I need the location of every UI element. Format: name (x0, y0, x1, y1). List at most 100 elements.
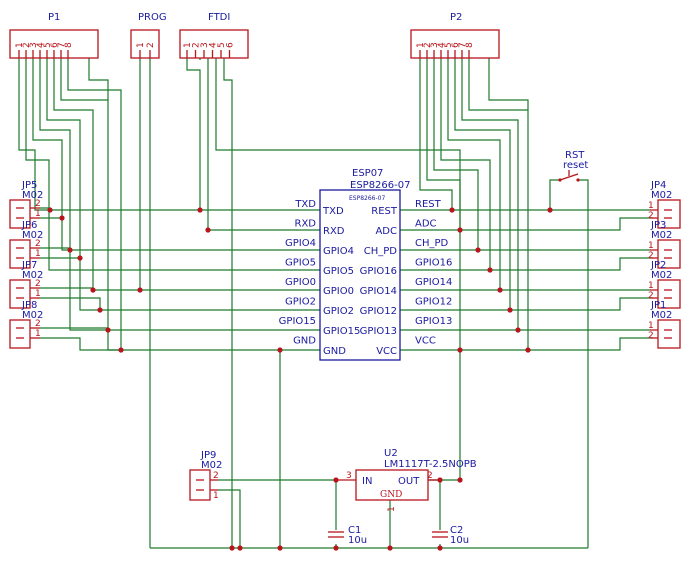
p2-pin-8: 8 (465, 42, 475, 48)
p1-pin-1: 1 (15, 42, 25, 48)
p2-pin-4: 4 (437, 42, 447, 48)
chip-right-pin-2: CH_PD (364, 246, 398, 257)
jumper-value: M02 (22, 230, 43, 241)
chip-left-pin-4: GPIO0 (323, 286, 354, 297)
jumper-pin-b: 1 (35, 289, 41, 299)
net-left-1: RXD (295, 219, 317, 230)
p1-pin-2: 2 (22, 42, 32, 48)
net-right-5: GPIO12 (415, 297, 452, 308)
net-left-4: GPIO0 (285, 277, 316, 288)
jumper-name: JP5 (21, 180, 37, 191)
ftdi-pin-4: 4 (209, 42, 219, 48)
jp9-pin-a: 2 (213, 471, 219, 481)
c1-value: 10u (348, 535, 367, 546)
switch-ref: RST (565, 150, 585, 161)
capacitor-c2: C2 10u (432, 525, 469, 546)
c2-value: 10u (450, 535, 469, 546)
jumper-pin-b: 2 (648, 291, 654, 301)
reg-gnd-label: GND (380, 490, 402, 500)
jumper-name: JP4 (650, 180, 666, 191)
regulator-u2: U2 LM1117T-2.5NOPB 3 2 IN OUT GND 1 (336, 448, 477, 512)
jumper-name: JP3 (650, 220, 666, 231)
jumper-value: M02 (651, 270, 672, 281)
esp07-chip: ESP07 ESP8266-07 ESP8266-07 TXDRXDGPIO4G… (279, 168, 452, 361)
net-left-7: GND (293, 336, 316, 347)
jumper-pin-b: 2 (648, 251, 654, 261)
p1-pin-4: 4 (36, 42, 46, 48)
p2-pin-3: 3 (430, 42, 440, 48)
header-p2-label: P2 (450, 12, 462, 23)
p1-pin-5: 5 (43, 42, 53, 48)
jumper-name: JP6 (21, 220, 37, 231)
chip-left-pin-5: GPIO2 (323, 306, 354, 317)
net-left-6: GPIO15 (279, 316, 316, 327)
reg-pin-out-num: 2 (427, 471, 433, 481)
chip-right-pin-1: ADC (375, 226, 397, 237)
jumper-pin-a: 1 (648, 241, 654, 251)
junction-dots (47, 207, 553, 551)
jumper-value: M02 (22, 270, 43, 281)
jumper-value: M02 (651, 230, 672, 241)
header-prog-label: PROG (138, 12, 167, 23)
chip-value: ESP8266-07 (350, 180, 410, 191)
jumper-pin-a: 1 (648, 281, 654, 291)
ftdi-pin-6: 6 (226, 42, 236, 48)
jumper-value: M02 (651, 190, 672, 201)
ftdi-pin-2: 2 (192, 42, 202, 48)
jumper-pin-a: 2 (35, 279, 41, 289)
prog-pin-2: 2 (146, 42, 156, 48)
chip-left-pin-2: GPIO4 (323, 246, 354, 257)
net-left-5: GPIO2 (285, 297, 316, 308)
c2-ref: C2 (450, 525, 463, 536)
jumper-pin-a: 2 (35, 319, 41, 329)
chip-right-pin-4: GPIO14 (360, 286, 397, 297)
jumper-value: M02 (22, 310, 43, 321)
net-right-3: GPIO16 (415, 258, 452, 269)
c1-ref: C1 (348, 525, 361, 536)
jumper-name: JP8 (21, 300, 37, 311)
chip-right-pin-7: VCC (376, 346, 397, 357)
net-right-1: ADC (415, 219, 437, 230)
reg-value: LM1117T-2.5NOPB (384, 459, 477, 470)
chip-left-pin-6: GPIO15 (323, 326, 360, 337)
jumper-name: JP2 (650, 260, 666, 271)
p2-pin-2: 2 (423, 42, 433, 48)
net-right-2: CH_PD (415, 238, 449, 249)
p1-pin-6: 6 (50, 42, 60, 48)
chip-right-pin-0: REST (371, 206, 398, 217)
jumper-pin-b: 1 (35, 249, 41, 259)
jp9-connector: JP9 M02 2 1 (189, 450, 222, 501)
chip-left-pin-1: RXD (323, 226, 345, 237)
chip-right-pin-6: GPIO13 (360, 326, 397, 337)
jp9-pin-b: 1 (213, 491, 219, 501)
jumper-pin-b: 2 (648, 331, 654, 341)
capacitor-c1: C1 10u (328, 525, 367, 546)
ftdi-pin-5: 5 (217, 42, 227, 48)
net-left-2: GPIO4 (285, 238, 316, 249)
reg-ref: U2 (384, 448, 398, 459)
jumper-pin-b: 2 (648, 211, 654, 221)
net-right-4: GPIO14 (415, 277, 452, 288)
jumper-pin-a: 1 (648, 201, 654, 211)
jumper-pin-a: 2 (35, 239, 41, 249)
jumper-name: JP1 (650, 300, 666, 311)
reg-pin-gnd-num: 1 (387, 506, 397, 512)
chip-right-pin-5: GPIO12 (360, 306, 397, 317)
jumper-pin-b: 1 (35, 209, 41, 219)
jp9-name: JP9 (200, 450, 216, 461)
p2-pin-7: 7 (458, 42, 468, 48)
switch-value: reset (563, 160, 588, 171)
ftdi-pin-3: 3 (200, 42, 210, 48)
jumper-pin-a: 2 (35, 199, 41, 209)
jumper-pin-a: 1 (648, 321, 654, 331)
